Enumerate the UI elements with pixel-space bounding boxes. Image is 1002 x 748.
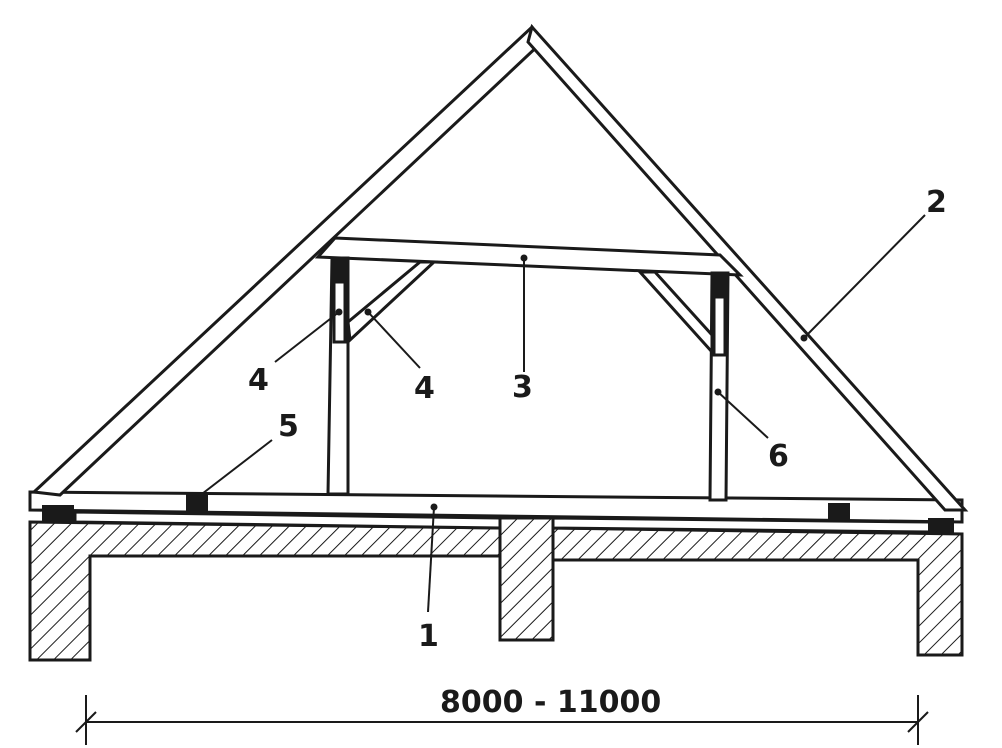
leader-dots [335, 254, 808, 511]
masonry-structure [28, 516, 964, 662]
pad-right-mid [828, 503, 850, 521]
center-wall [498, 516, 555, 642]
support-pads [42, 259, 954, 534]
post-cap-right [713, 274, 728, 298]
right-wall [551, 526, 964, 657]
callout-4a: 4 [248, 363, 269, 398]
leader-lines [197, 214, 926, 613]
right-post-plate [712, 295, 727, 357]
callout-1: 1 [418, 619, 439, 654]
leader-1 [427, 506, 435, 613]
collar-beam [314, 236, 744, 277]
leader-5 [197, 439, 273, 498]
callout-4b: 4 [414, 371, 435, 406]
dimension-line [75, 695, 929, 745]
callout-3: 3 [512, 370, 533, 405]
leader-4b [367, 311, 421, 369]
left-brace [346, 260, 438, 344]
pad-right-end [928, 518, 954, 534]
right-brace [636, 270, 714, 356]
pad-left-mid [186, 493, 208, 511]
pad-left-end [42, 505, 74, 523]
callout-2: 2 [926, 185, 947, 220]
post-cap-left [333, 259, 348, 283]
callout-5: 5 [278, 409, 299, 444]
leader-6 [717, 391, 769, 439]
dimension-text: 8000 - 11000 [440, 685, 661, 720]
right-rafter [526, 23, 969, 512]
left-floor-board [73, 510, 502, 530]
callout-6: 6 [768, 439, 789, 474]
leader-4a [274, 311, 340, 363]
tie-beam [28, 490, 964, 524]
leader-2 [803, 214, 926, 339]
